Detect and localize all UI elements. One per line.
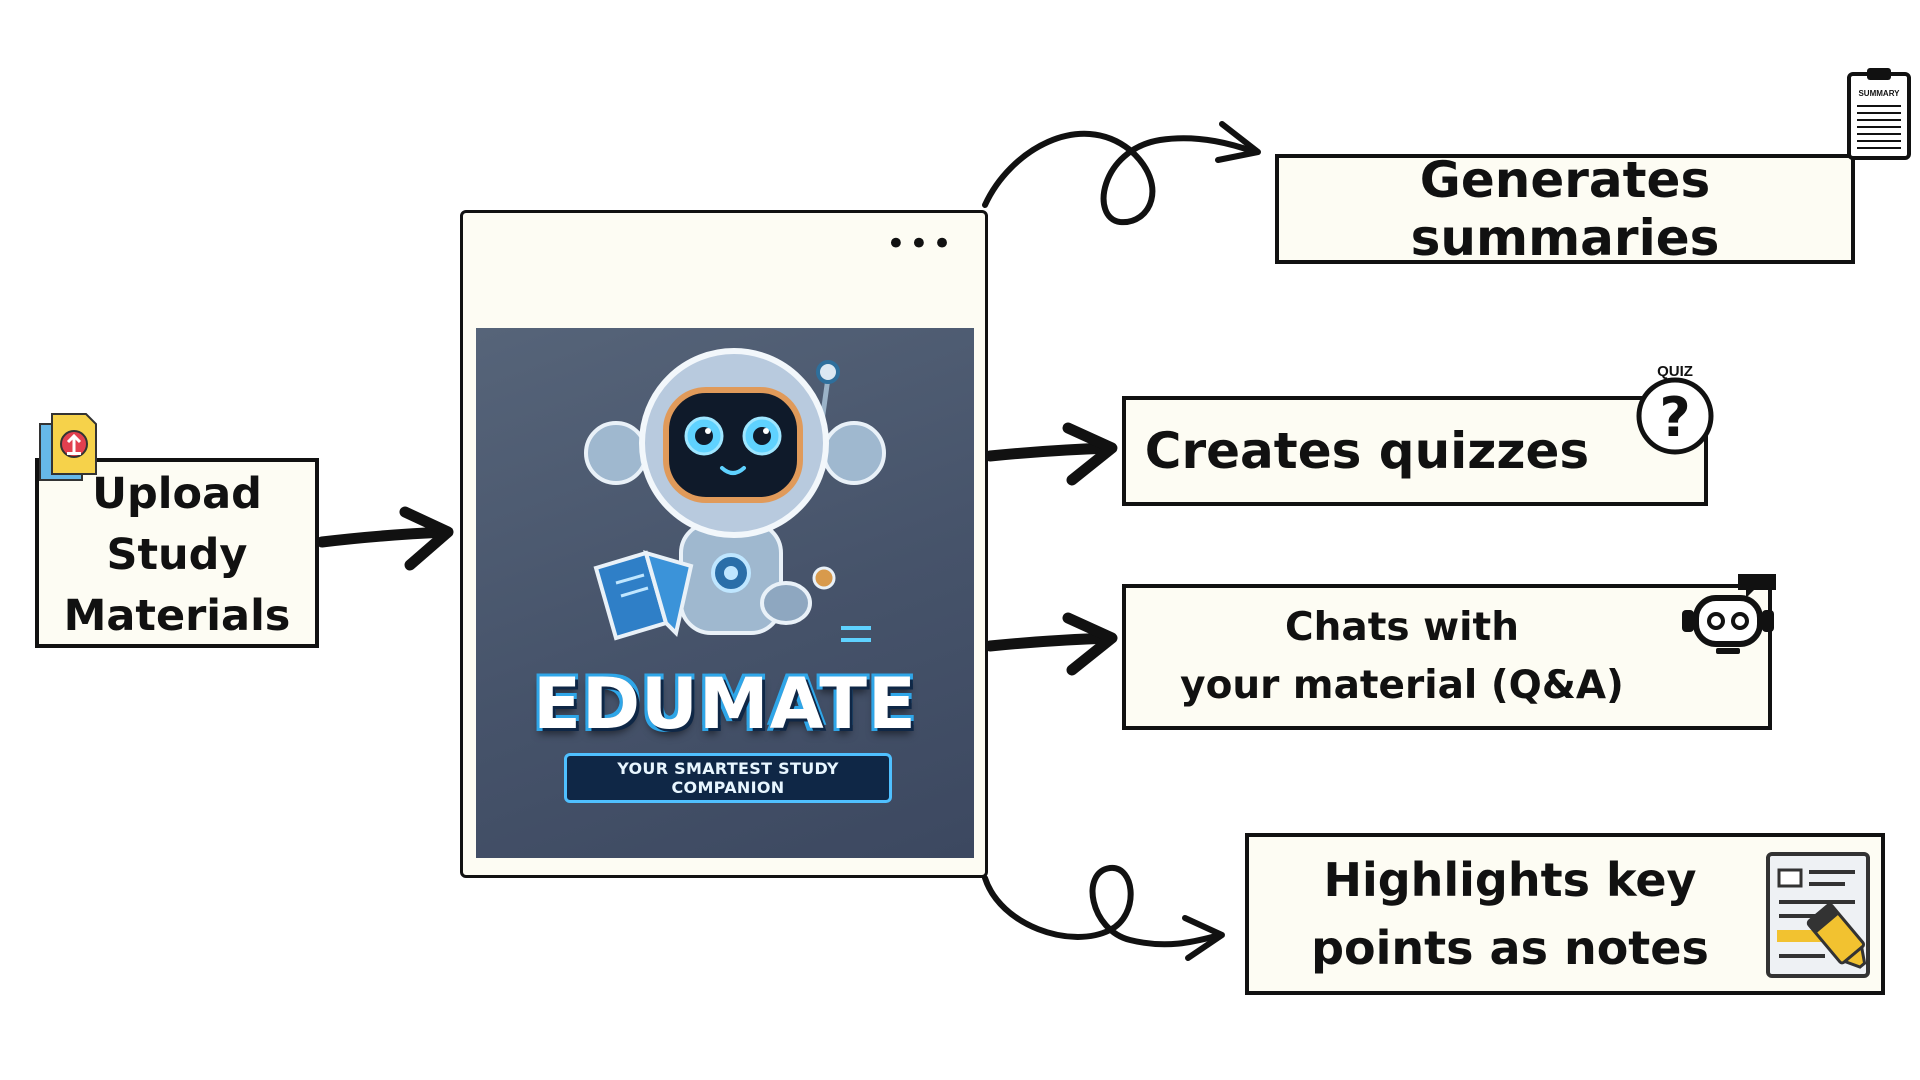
edumate-app-window[interactable]: ••• xyxy=(460,210,988,878)
arrow-to-notes xyxy=(982,864,1223,948)
arrow-to-quizzes xyxy=(984,442,1116,462)
chat-label-line-2: your material (Q&A) xyxy=(1180,663,1624,708)
summaries-label: Generates summaries xyxy=(1410,151,1720,267)
edumate-logo-panel: EDUMATE YOUR SMARTEST STUDY COMPANION xyxy=(476,328,974,858)
notes-label-line-1: Highlights key xyxy=(1323,853,1697,907)
arrow-upload-to-app xyxy=(316,526,451,548)
arrow-to-summaries-head xyxy=(1215,121,1261,163)
chatbot-icon xyxy=(1682,574,1776,654)
notes-label-line-2: points as notes xyxy=(1311,921,1709,975)
summary-icon-label: SUMMARY xyxy=(1858,89,1900,98)
brand-name: EDUMATE xyxy=(533,663,917,745)
brand-tagline: YOUR SMARTEST STUDY COMPANION xyxy=(564,753,892,803)
arrow-to-chat xyxy=(984,632,1116,652)
summary-clipboard-icon: SUMMARY xyxy=(1847,68,1911,160)
quiz-icon-label: QUIZ xyxy=(1657,363,1693,380)
upload-materials-box[interactable]: Upload Study Materials xyxy=(35,458,319,648)
summaries-feature-box: Generates summaries xyxy=(1275,151,1855,267)
svg-text:?: ? xyxy=(1659,386,1690,449)
upload-file-icon xyxy=(39,413,97,481)
highlighter-notes-icon xyxy=(1766,852,1870,978)
arrow-to-notes-head xyxy=(1182,915,1225,961)
chat-feature-box: Chats with your material (Q&A) xyxy=(1122,584,1772,730)
arrow-to-summaries xyxy=(982,130,1258,226)
upload-label-line-2: Study xyxy=(106,529,248,580)
upload-label-line-3: Materials xyxy=(63,590,291,641)
quizzes-label: Creates quizzes xyxy=(1144,422,1590,480)
window-menu-dots-icon[interactable]: ••• xyxy=(885,224,955,264)
upload-label-line-1: Upload xyxy=(92,468,262,519)
arrow-upload-to-app-head xyxy=(399,506,454,571)
chat-label-line-1: Chats with xyxy=(1285,605,1519,650)
arrow-to-chat-head xyxy=(1062,612,1118,676)
quiz-question-icon: QUIZ ? xyxy=(1636,363,1714,455)
quizzes-feature-box: Creates quizzes xyxy=(1122,396,1708,506)
arrow-to-quizzes-head xyxy=(1062,422,1118,486)
robot-mascot-illustration xyxy=(584,348,886,642)
